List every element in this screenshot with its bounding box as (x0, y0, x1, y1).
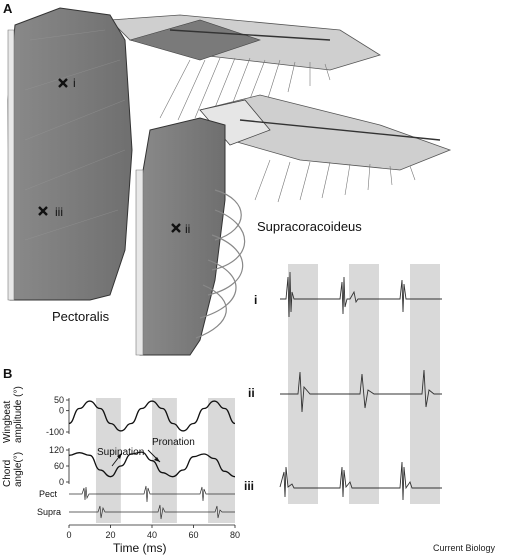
emg-trace-i (280, 271, 442, 318)
wingbeat-y-tick-label: 50 (54, 395, 64, 405)
wing-bottom (199, 94, 452, 203)
shaded-interval-2 (208, 398, 235, 523)
chord-angle-line (68, 451, 236, 478)
pectoralis-label: Pectoralis (52, 309, 110, 324)
supra-label: Supra (37, 507, 62, 517)
electrode-mark-ii (171, 223, 181, 233)
supination-label: Supination (97, 447, 145, 458)
pect-emg-trace (69, 485, 235, 503)
x-tick-label: 0 (66, 530, 71, 540)
supracoracoideus-label: Supracoracoideus (257, 219, 362, 234)
emg-traces-panel (279, 264, 442, 504)
supracoracoideus-muscle (137, 117, 226, 356)
emg-row-label-i: i (254, 293, 258, 307)
emg-trace-iii (279, 461, 442, 501)
ribcage (195, 189, 246, 339)
supra-emg-trace (69, 504, 235, 520)
pectoralis-muscle (7, 7, 133, 301)
x-tick-label: 60 (188, 530, 198, 540)
emg-trace-ii (280, 369, 442, 413)
site-label-i: i (73, 76, 76, 90)
emg-shaded-bands (288, 264, 440, 504)
x-tick-label: 80 (230, 530, 240, 540)
electrode-mark-i (58, 78, 68, 88)
wingbeat-y-tick-label: -100 (46, 427, 64, 437)
panel-b-letter: B (3, 366, 13, 381)
x-tick-label: 40 (147, 530, 157, 540)
x-tick-label: 20 (105, 530, 115, 540)
emg-row-label-ii: ii (248, 386, 255, 400)
chord-y-tick-label: 120 (49, 445, 64, 455)
shaded-interval-0 (95, 398, 121, 523)
electrode-mark-iii (38, 206, 48, 216)
emg-row-label-iii: iii (244, 479, 255, 493)
wingbeat-y-tick-label: 0 (59, 406, 64, 416)
panel-a-letter: A (3, 1, 13, 16)
credit-text: Current Biology (433, 543, 496, 553)
site-label-iii: iii (55, 205, 63, 219)
chord-y-tick-label: 60 (54, 461, 64, 471)
chord-y-tick-label: 0 (59, 477, 64, 487)
wing-top (109, 14, 381, 121)
wingbeat-line (68, 400, 236, 432)
pronation-label: Pronation (152, 437, 195, 448)
x-axis-label: Time (ms) (113, 541, 167, 555)
site-label-ii: ii (185, 222, 191, 236)
pect-label: Pect (39, 489, 58, 499)
